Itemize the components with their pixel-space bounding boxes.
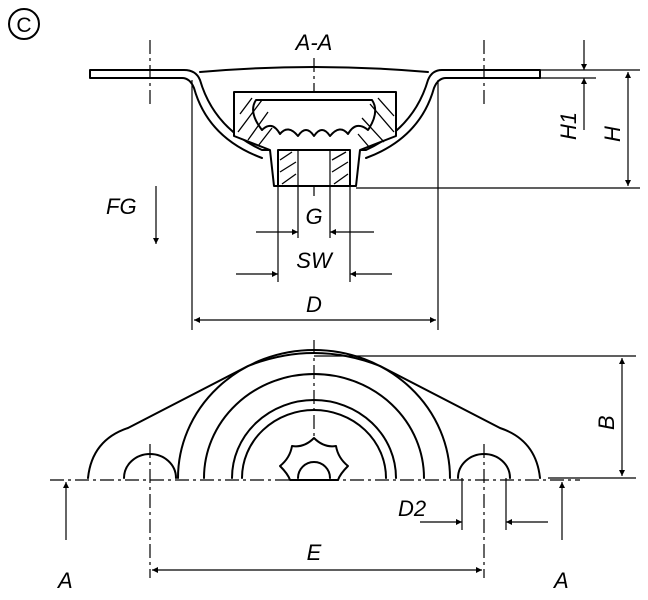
d2-label: D2 bbox=[398, 496, 426, 521]
section-hatching bbox=[237, 97, 395, 185]
ball-pocket bbox=[252, 99, 377, 137]
section-label-left: A bbox=[56, 568, 73, 593]
e-label: E bbox=[307, 540, 322, 565]
section-label-right: A bbox=[552, 568, 569, 593]
inner-ring-arc-inner bbox=[241, 409, 387, 479]
section-title: A-A bbox=[294, 30, 333, 55]
d-label: D bbox=[306, 292, 322, 317]
right-mounting-slot bbox=[457, 453, 511, 479]
middle-dome-arc bbox=[203, 373, 425, 479]
ball-star bbox=[279, 437, 349, 481]
h-label: H bbox=[600, 126, 625, 142]
outer-dome-arc bbox=[177, 349, 451, 479]
variant-badge-label: C bbox=[16, 14, 31, 37]
left-mounting-slot bbox=[123, 453, 177, 479]
ball-center-arc bbox=[297, 461, 331, 479]
variant-badge: C bbox=[8, 8, 40, 40]
h1-label: H1 bbox=[556, 112, 581, 140]
fg-label: FG bbox=[106, 194, 137, 219]
thread-core bbox=[297, 149, 331, 187]
g-label: G bbox=[305, 204, 322, 229]
b-label: B bbox=[594, 415, 619, 430]
section-view: A-A bbox=[89, 30, 640, 330]
flange-outline bbox=[87, 352, 541, 479]
top-view: B D2 E A A bbox=[50, 340, 636, 593]
sw-label: SW bbox=[296, 248, 334, 273]
inner-ring-arc-outer bbox=[231, 399, 397, 479]
flange-plate bbox=[89, 66, 541, 159]
